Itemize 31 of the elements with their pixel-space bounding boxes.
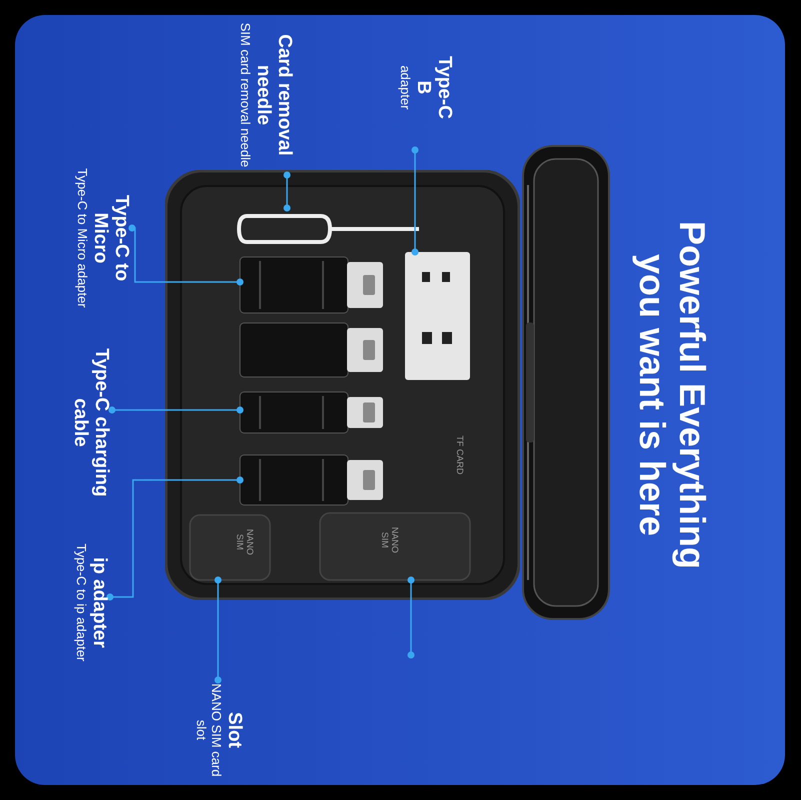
usb-adapter-drawing (405, 252, 470, 380)
card-slot-drawing (320, 513, 470, 580)
leader-line (128, 224, 244, 286)
leader-line (408, 576, 414, 658)
callout-heading: Card removal needle (253, 33, 295, 158)
callout-description: adapter (398, 65, 413, 110)
leader-line (106, 476, 244, 600)
heading: Powerful Everything you want is here (631, 220, 712, 572)
leader-line (108, 406, 244, 414)
printed-label: NANO SIM (234, 528, 255, 557)
callout-heading: B (413, 80, 434, 94)
callout-heading: Slot (224, 712, 245, 748)
leader-line (412, 146, 418, 256)
printed-label: NANO SIM (379, 526, 400, 555)
leader-line (284, 172, 290, 212)
adapter-drawing (240, 392, 383, 433)
callout-description: SIM card removal needle (238, 22, 253, 168)
leader-line (214, 576, 222, 684)
callout-heading: Type-C to Micro (90, 194, 132, 284)
printed-label: TF CARD (454, 434, 465, 476)
storage-case-drawing (165, 170, 520, 600)
callout-description: Type-C to ip adapter (74, 544, 89, 662)
callout-description: Type-C to Micro adapter (75, 168, 90, 308)
callout-heading: ip adapter (89, 557, 110, 648)
callout-heading: Type-C charging cable (70, 347, 112, 499)
adapter-drawing (240, 455, 383, 505)
case-lid-drawing (522, 145, 610, 620)
callout-description: NANO SIM card slot (194, 682, 224, 779)
adapter-drawing (240, 257, 383, 313)
callout-heading: Type-C (434, 56, 455, 119)
card-slot-drawing (190, 515, 270, 580)
